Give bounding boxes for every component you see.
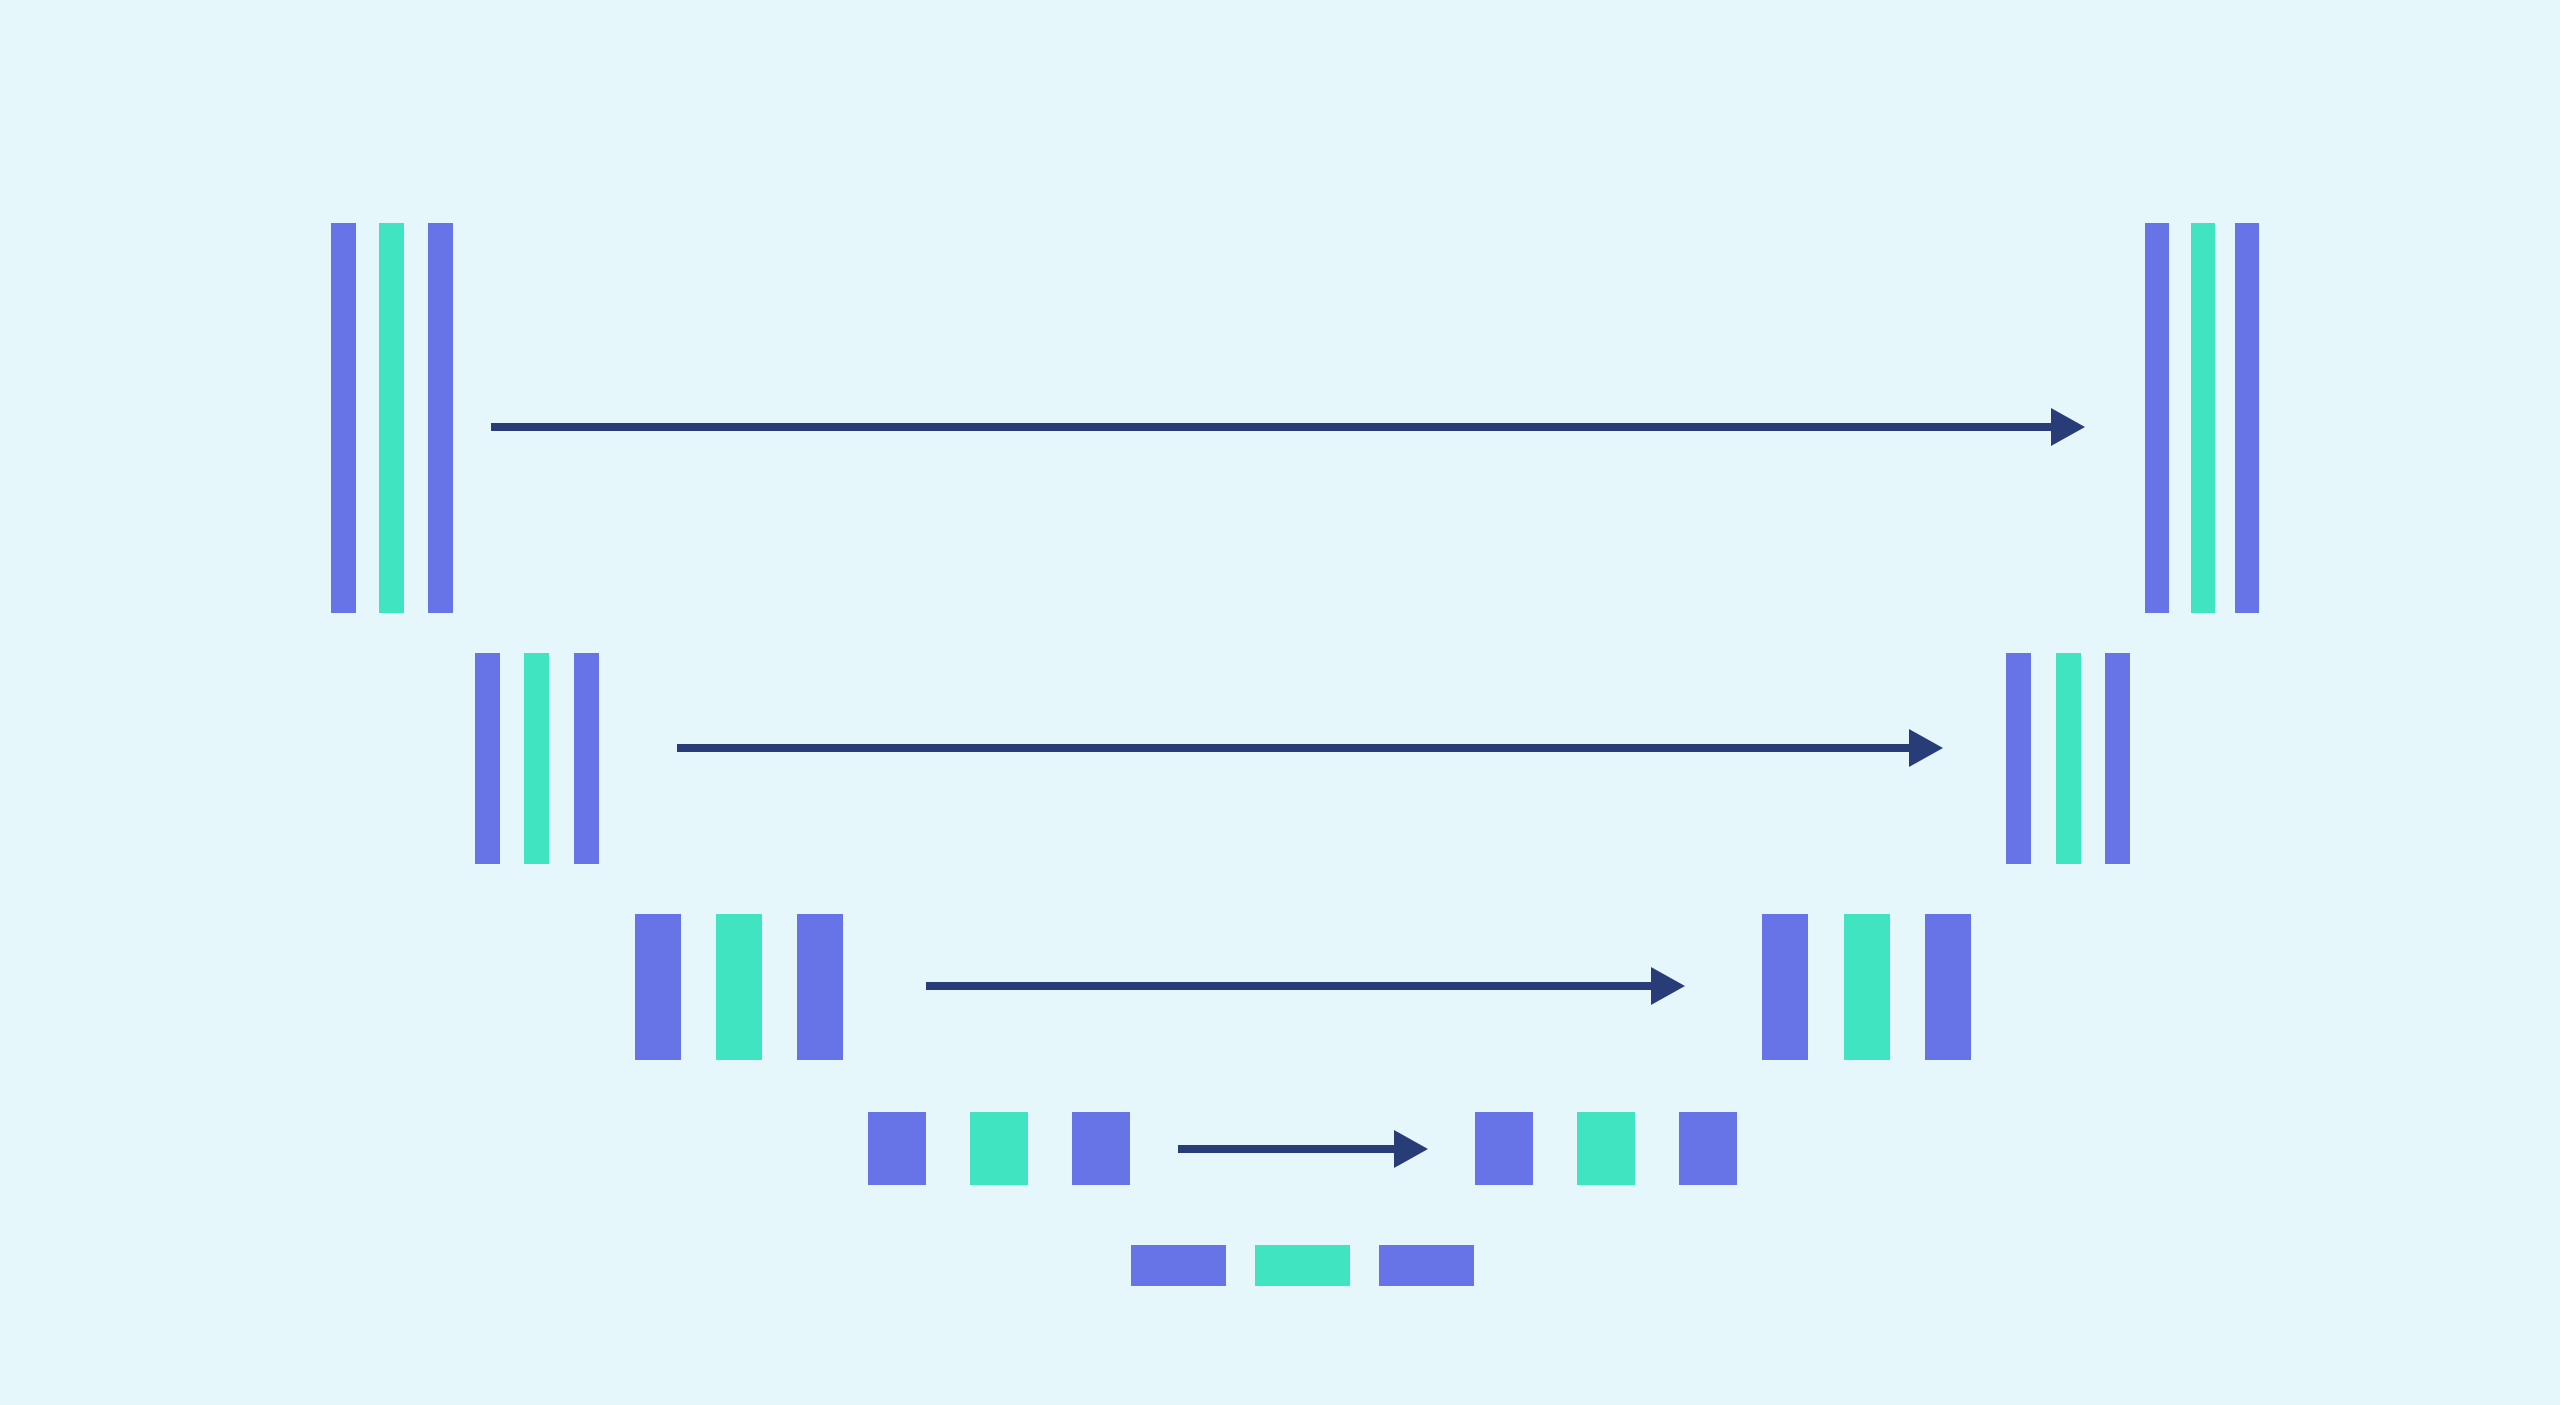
decoder-level-1-block-1-blue — [2145, 223, 2169, 613]
arrow-head-icon — [1394, 1130, 1428, 1168]
encoder-level-4 — [868, 1112, 1130, 1185]
decoder-level-1 — [2145, 223, 2259, 613]
decoder-level-4-block-1-blue — [1475, 1112, 1533, 1185]
decoder-level-3-block-2-teal — [1844, 914, 1890, 1060]
encoder-level-4-block-1-blue — [868, 1112, 926, 1185]
decoder-level-2-block-1-blue — [2006, 653, 2031, 864]
skip-connection-arrow-2 — [677, 729, 1943, 767]
decoder-level-4-block-2-teal — [1577, 1112, 1635, 1185]
skip-connection-arrow-4 — [1178, 1130, 1428, 1168]
skip-connection-arrows — [491, 408, 2085, 1168]
decoder-level-2 — [2006, 653, 2130, 864]
encoder-level-3-block-3-blue — [797, 914, 843, 1060]
encoder-level-4-block-3-blue — [1072, 1112, 1130, 1185]
arrow-head-icon — [1651, 967, 1685, 1005]
arrow-head-icon — [2051, 408, 2085, 446]
arrow-head-icon — [1909, 729, 1943, 767]
bottleneck-block-1-blue — [1131, 1245, 1226, 1286]
encoder-level-2-block-2-teal — [524, 653, 549, 864]
skip-connection-arrow-1 — [491, 408, 2085, 446]
decoder-level-3 — [1762, 914, 1971, 1060]
encoder-level-3 — [635, 914, 843, 1060]
encoder-level-1 — [331, 223, 453, 613]
encoder-level-3-block-1-blue — [635, 914, 681, 1060]
bottleneck-block-2-teal — [1255, 1245, 1350, 1286]
bottleneck-block-3-blue — [1379, 1245, 1474, 1286]
bottleneck — [1131, 1245, 1474, 1286]
encoder-level-2 — [475, 653, 599, 864]
encoder-level-2-block-3-blue — [574, 653, 599, 864]
encoder-level-1-block-1-blue — [331, 223, 356, 613]
decoder-level-3-block-1-blue — [1762, 914, 1808, 1060]
decoder-level-1-block-3-blue — [2235, 223, 2259, 613]
decoder-level-2-block-3-blue — [2105, 653, 2130, 864]
decoder-level-4-block-3-blue — [1679, 1112, 1737, 1185]
encoder-level-1-block-3-blue — [428, 223, 453, 613]
skip-connection-arrow-3 — [926, 967, 1685, 1005]
decoder-level-2-block-2-teal — [2056, 653, 2081, 864]
encoder-level-4-block-2-teal — [970, 1112, 1028, 1185]
decoder-level-4 — [1475, 1112, 1737, 1185]
encoder-level-2-block-1-blue — [475, 653, 500, 864]
feature-map-blocks — [331, 223, 2259, 1286]
decoder-level-3-block-3-blue — [1925, 914, 1971, 1060]
encoder-level-3-block-2-teal — [716, 914, 762, 1060]
decoder-level-1-block-2-teal — [2191, 223, 2215, 613]
encoder-level-1-block-2-teal — [379, 223, 404, 613]
